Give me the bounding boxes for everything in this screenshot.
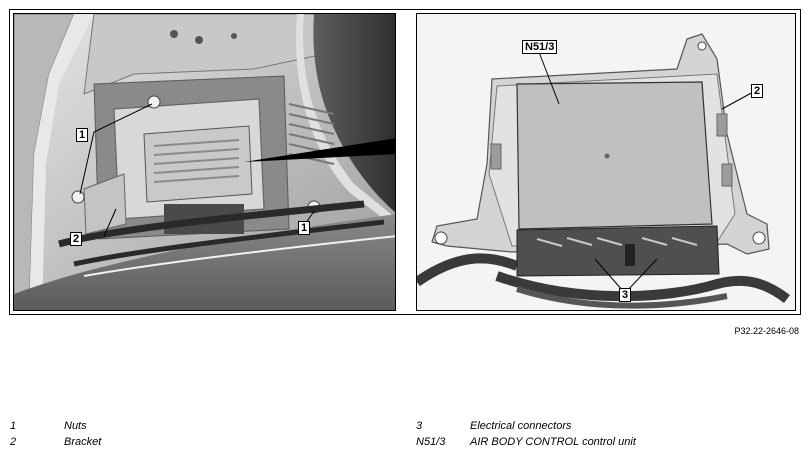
legend-label: Bracket bbox=[64, 436, 102, 448]
legend-number: 3 bbox=[416, 420, 423, 432]
callout-connectors: 3 bbox=[619, 288, 632, 302]
legend-label: Nuts bbox=[64, 420, 87, 432]
legend-item-connectors: 3 Electrical connectors bbox=[0, 420, 811, 434]
installation-view: 1 2 1 bbox=[13, 13, 396, 311]
callout-bracket-left: 2 bbox=[70, 232, 83, 246]
legend-number: 2 bbox=[10, 436, 17, 448]
callout-nuts-right: 1 bbox=[298, 221, 311, 235]
callout-nuts-left: 1 bbox=[76, 128, 89, 142]
legend-item-nuts: 1 Nuts bbox=[0, 420, 811, 434]
figure-reference-id: P32.22-2646-08 bbox=[734, 326, 799, 336]
control-unit-illustration bbox=[417, 33, 790, 309]
callout-control-unit: N51/3 bbox=[522, 40, 558, 54]
legend-item-control-unit: N51/3 AIR BODY CONTROL control unit bbox=[0, 436, 811, 450]
legend-item-bracket: 2 Bracket bbox=[0, 436, 811, 450]
installation-illustration bbox=[14, 14, 395, 310]
legend-number: 1 bbox=[10, 420, 17, 432]
callout-bracket-right: 2 bbox=[751, 84, 764, 98]
legend-label: AIR BODY CONTROL control unit bbox=[470, 436, 636, 448]
legend-label: Electrical connectors bbox=[470, 420, 572, 432]
legend-number: N51/3 bbox=[416, 436, 446, 448]
control-unit-detail-view: N51/3 2 3 bbox=[416, 13, 796, 311]
